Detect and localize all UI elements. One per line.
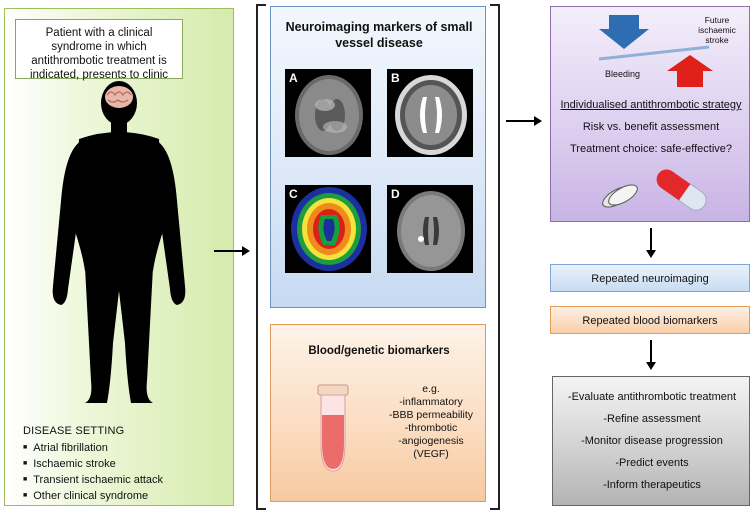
neuroimaging-title: Neuroimaging markers of small vessel dis… <box>285 20 473 50</box>
arrow-down-icon <box>646 228 656 258</box>
patient-description-box: Patient with a clinical syndrome in whic… <box>15 19 183 81</box>
mri-scan-b: B <box>387 69 473 157</box>
setting-item: Other clinical syndrome <box>23 489 148 505</box>
setting-item: Transient ischaemic attack <box>23 473 163 489</box>
outcome-item: -Predict events <box>615 457 689 469</box>
mri-scan-d: D <box>387 185 473 273</box>
arrow-down-icon <box>646 340 656 370</box>
strategy-panel: Future ischaemic stroke Bleeding Individ… <box>550 6 750 222</box>
blood-biomarkers-title: Blood/genetic biomarkers <box>308 345 450 357</box>
arrow-right-icon <box>214 246 250 256</box>
strategy-heading: Individualised antithrombotic strategy <box>560 99 742 111</box>
pills-icon <box>602 169 707 211</box>
biomarker-line: -inflammatory <box>399 396 463 408</box>
outcome-item: -Inform therapeutics <box>603 479 701 491</box>
patient-description-text: Patient with a clinical syndrome in whic… <box>29 27 169 81</box>
setting-item: Atrial fibrillation <box>23 441 108 457</box>
risk-balance-icon <box>598 15 713 87</box>
scan-label: B <box>391 71 400 85</box>
outcome-item: -Refine assessment <box>603 413 701 425</box>
strategy-line: Risk vs. benefit assessment <box>582 121 720 133</box>
arrow-right-icon <box>506 116 542 126</box>
biomarker-line: e.g. <box>422 383 440 395</box>
human-silhouette-icon <box>52 81 186 403</box>
blood-tube-icon <box>317 384 349 472</box>
biomarker-line: (VEGF) <box>413 448 449 460</box>
scan-label: D <box>391 187 400 201</box>
outcomes-panel: -Evaluate antithrombotic treatment -Refi… <box>552 376 750 506</box>
biomarker-line: -thrombotic <box>404 422 458 434</box>
bleeding-label: Bleeding <box>605 69 641 79</box>
future-stroke-label: Future ischaemic stroke <box>698 15 736 45</box>
biomarker-line: -angiogenesis <box>398 435 464 447</box>
outcome-item: -Evaluate antithrombotic treatment <box>567 391 737 403</box>
scan-label: C <box>289 187 298 201</box>
repeated-blood-biomarkers-box: Repeated blood biomarkers <box>550 306 750 334</box>
pet-scan-c: C <box>285 185 371 273</box>
disease-setting-panel: Patient with a clinical syndrome in whic… <box>4 8 234 506</box>
scan-label: A <box>289 71 298 85</box>
strategy-line: Treatment choice: safe-effective? <box>569 143 733 155</box>
biomarker-line: -BBB permeability <box>388 409 474 421</box>
bracket <box>256 4 500 510</box>
mri-scan-a: A <box>285 69 371 157</box>
setting-item: Ischaemic stroke <box>23 457 116 473</box>
blood-biomarkers-panel: Blood/genetic biomarkers e.g. -inflammat… <box>270 324 486 502</box>
repeated-neuroimaging-box: Repeated neuroimaging <box>550 264 750 292</box>
disease-setting-title: DISEASE SETTING <box>23 425 125 437</box>
neuroimaging-panel: Neuroimaging markers of small vessel dis… <box>270 6 486 308</box>
outcome-item: -Monitor disease progression <box>581 435 723 447</box>
